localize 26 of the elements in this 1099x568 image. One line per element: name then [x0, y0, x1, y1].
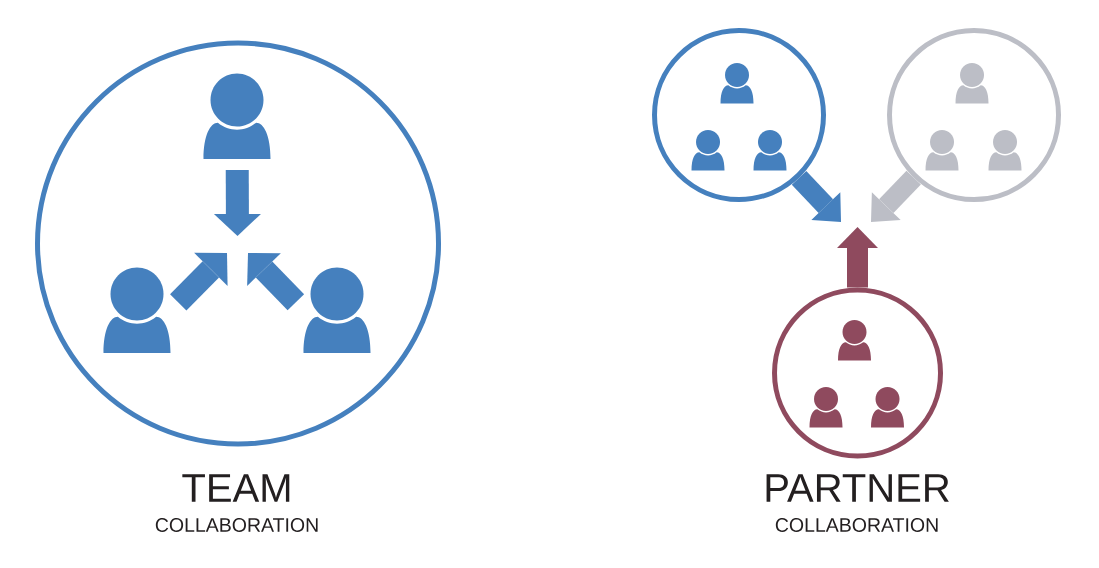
heading: PARTNER [766, 474, 949, 502]
arrow [837, 227, 878, 288]
person-icon [925, 130, 959, 171]
circle-outline [652, 28, 826, 202]
person-icon [303, 267, 371, 353]
subheading: COLLABORATION [155, 518, 318, 532]
person-icon [103, 267, 171, 353]
subheading: COLLABORATION [775, 518, 938, 532]
circle-outline [772, 287, 943, 459]
person-icon [720, 63, 754, 104]
person-icon [988, 130, 1022, 171]
circle-outline [887, 28, 1061, 202]
person-icon [955, 63, 989, 104]
person-icon [691, 130, 725, 171]
arrow [791, 171, 841, 222]
circle-outline [35, 40, 441, 447]
person-icon [203, 73, 271, 159]
arrow [247, 253, 305, 311]
arrow [871, 170, 921, 222]
heading: TEAM [182, 474, 290, 502]
person-icon [838, 320, 871, 361]
person-icon [809, 387, 843, 428]
arrow [213, 169, 261, 236]
person-icon [753, 130, 787, 171]
arrow [170, 252, 228, 311]
person-icon [871, 387, 904, 428]
